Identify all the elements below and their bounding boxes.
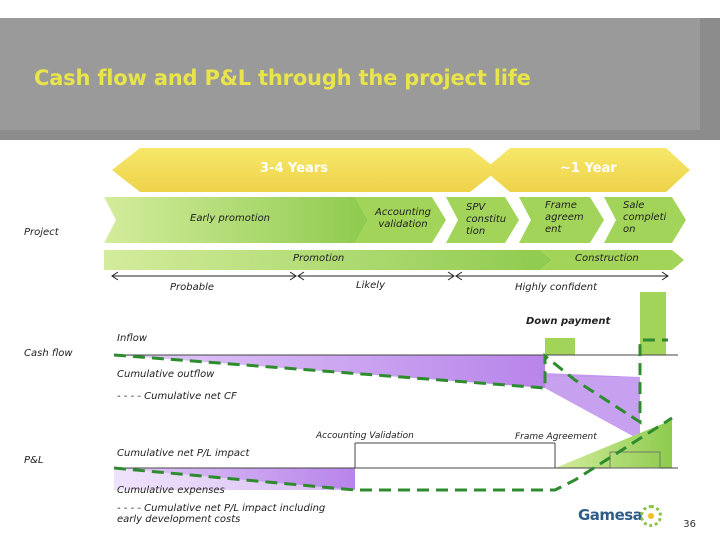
slide-title: Cash flow and P&L through the project li… [34,66,531,90]
header-panel [0,18,700,130]
phase2-arrow [484,148,690,192]
inflow-label: Inflow [117,333,148,344]
highly-confident-label: Highly confident [515,282,598,293]
pl-row-label: P&L [24,455,44,466]
early-promotion-chevron [104,197,368,243]
cash-flow-row-label: Cash flow [24,348,73,359]
frame-chevron [519,197,604,243]
cumulative-net-pl-incl-label: - - - - Cumulative net P/L impact includ… [117,503,326,525]
gamesa-logo-icon [640,505,662,527]
final-inflow-bar [640,292,666,355]
cumulative-outflow-label: Cumulative outflow [117,369,215,380]
project-row-label: Project [24,227,59,238]
cumulative-net-pl-label: Cumulative net P/L impact [117,448,250,459]
accounting-validation-chevron [355,197,446,243]
down-payment-label: Down payment [526,316,611,327]
promotion-label: Promotion [293,253,345,264]
early-promotion-label: Early promotion [190,213,271,224]
phase2-label: ~1 Year [560,161,617,176]
cumulative-net-pl-line [113,416,673,492]
sale-label: Sale completi on [623,200,667,235]
gamesa-logo: Gamesa [578,506,643,524]
pl-accounting-validation-label: Accounting Validation [316,431,414,441]
cumulative-expenses-label: Cumulative expenses [117,485,225,496]
accounting-validation-label: Accounting validation [374,207,431,230]
likely-label: Likely [356,280,385,291]
sale-chevron [604,197,686,243]
cumulative-net-cf-line [113,338,668,425]
phase1-arrow [112,148,498,192]
frame-label: Frame agreem ent [545,200,584,235]
construction-bar [540,250,684,270]
cumulative-net-cf-label: - - - - Cumulative net CF [117,391,237,402]
phase1-label: 3-4 Years [260,161,328,176]
promotion-bar [104,250,552,270]
pl-box [609,451,661,469]
pl-markers [114,442,678,469]
slide-header: Cash flow and P&L through the project li… [0,0,720,140]
pl-frame-agreement-label: Frame Agreement [515,432,597,442]
probable-label: Probable [170,282,215,293]
spv-chevron [446,197,519,243]
down-payment-bar [545,338,575,355]
spv-label: SPV constitu tion [466,202,507,237]
outflow-late [545,377,640,440]
page-number: 36 [683,519,696,530]
construction-label: Construction [575,253,639,264]
cumulative-net-pl-area [555,420,672,468]
certainty-arrows [111,271,669,281]
